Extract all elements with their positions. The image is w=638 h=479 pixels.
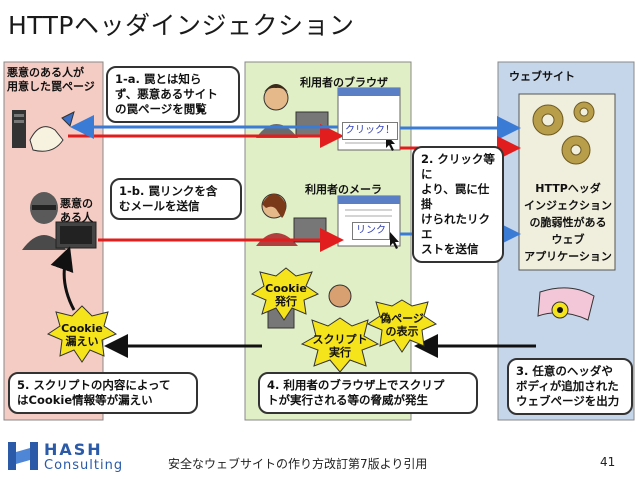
logo-consulting: Consulting bbox=[44, 458, 124, 473]
browser-header: 利用者のブラウザ bbox=[300, 76, 388, 89]
output-page-icon bbox=[537, 287, 595, 321]
logo-hash: HASH bbox=[44, 440, 103, 459]
step5-callout: 5. スクリプトの内容によって はCookie情報等が漏えい bbox=[8, 372, 198, 414]
page-title: HTTPヘッダインジェクション bbox=[8, 11, 355, 40]
step4-callout: 4. 利用者のブラウザ上でスクリプ トが実行される等の脅威が発生 bbox=[258, 372, 478, 414]
web-app-label: HTTPヘッダ インジェクション の脆弱性がある ウェブ アプリケーション bbox=[524, 182, 612, 263]
burst-cookie-leak bbox=[46, 305, 118, 363]
logo-mark bbox=[8, 442, 38, 470]
burst-cookie-issue bbox=[250, 267, 320, 321]
attacker-person-icon bbox=[22, 192, 97, 250]
cookie-leak-label: Cookie 漏えい bbox=[61, 322, 103, 348]
step1b-callout: 1-b. 罠リンクを含 むメールを送信 bbox=[110, 178, 242, 220]
script-exec-label: スクリプト 実行 bbox=[312, 333, 368, 359]
cookie-issue-label: Cookie 発行 bbox=[265, 282, 307, 308]
attacker-label: 悪意の ある人 bbox=[60, 197, 93, 224]
trap-link[interactable]: リンク bbox=[352, 222, 390, 240]
step2-callout: 2. クリック等に より、罠に仕掛 けられたリクエ ストを送信 bbox=[412, 146, 504, 263]
page-number: 41 bbox=[600, 455, 616, 469]
website-header: ウェブサイト bbox=[509, 70, 575, 83]
mailer-header: 利用者のメーラ bbox=[305, 183, 382, 196]
gear-icon bbox=[532, 101, 595, 165]
step1a-callout: 1-a. 罠とは知ら ず、悪意あるサイト の罠ページを閲覧 bbox=[106, 66, 240, 123]
arrow-leak-up bbox=[50, 246, 76, 311]
burst-fake-page bbox=[366, 299, 438, 353]
citation: 安全なウェブサイトの作り方改訂第7版より引用 bbox=[168, 457, 428, 471]
browser-window bbox=[337, 87, 401, 151]
click-button[interactable]: クリック！ bbox=[342, 122, 398, 140]
step3-callout: 3. 任意のヘッダや ボディが追加された ウェブページを出力 bbox=[507, 358, 633, 415]
fake-page-label: 偽ページ の表示 bbox=[380, 312, 424, 338]
attacker-header: 悪意のある人が 用意した罠ページ bbox=[7, 66, 95, 93]
